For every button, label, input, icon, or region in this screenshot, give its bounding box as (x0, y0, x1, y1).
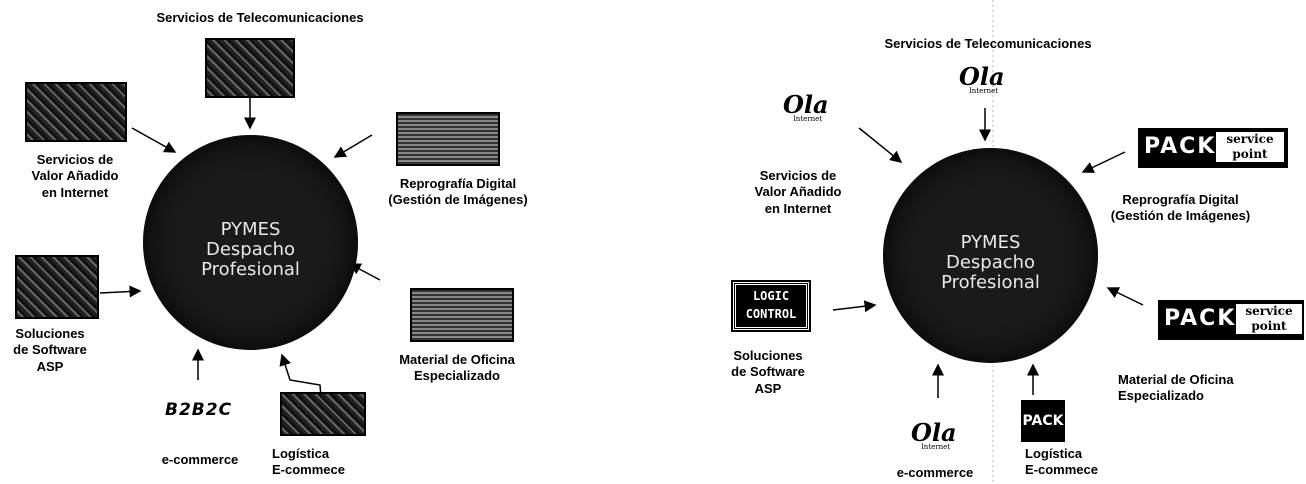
left-diagram: PYMES Despacho Profesional Servicios de … (13, 10, 528, 478)
logistica-image (280, 392, 366, 436)
arrow-reprografia (1081, 151, 1126, 173)
ola-logo-valor: Ola Internet (783, 90, 829, 123)
software-label: Soluciones de Software ASP (731, 348, 805, 396)
arrow-material (1106, 287, 1144, 306)
ola-sub: Internet (793, 115, 823, 123)
pack-service-logo-top: PACK service point (1138, 128, 1288, 168)
pack-text: PACK (1164, 306, 1237, 331)
ola-text: Ola (959, 62, 1005, 91)
material-label: Material de Oficina Especializado (399, 352, 515, 384)
pack-text: PACK (1144, 134, 1217, 159)
pack-logo-logistica: PACK (1021, 400, 1065, 442)
arrow-valor (858, 127, 903, 163)
ola-sub: Internet (921, 443, 951, 451)
ola-logo-telecom: Ola Internet (959, 62, 1005, 95)
center-circle: PYMES Despacho Profesional (143, 135, 358, 350)
valor-label: Servicios de Valor Añadido en Internet (31, 152, 119, 200)
arrow-reprografia (333, 134, 373, 158)
telecom-label: Servicios de Telecomunicaciones (884, 36, 1092, 51)
right-diagram: PYMES Despacho Profesional Servicios de … (653, 0, 1306, 484)
center-label: PYMES Despacho Profesional (941, 232, 1040, 293)
internet-image (25, 82, 127, 142)
software-image (15, 255, 99, 319)
material-image (410, 288, 514, 342)
pack-service-logo-bottom: PACK service point (1158, 300, 1304, 340)
arrow-valor (131, 127, 177, 153)
telecom-image (205, 38, 295, 98)
ola-text: Ola (783, 90, 829, 119)
b2b2c-logo: B2B2C (165, 400, 233, 420)
reprografia-label: Reprografía Digital (Gestión de Imágenes… (388, 176, 528, 208)
ola-text: Ola (911, 418, 957, 447)
service-point-text: service point (1236, 304, 1302, 334)
logistica-label: Logística E-commece (1025, 446, 1098, 478)
service-point-text: service point (1216, 132, 1284, 162)
material-label: Material de Oficina Especializado (1118, 372, 1234, 404)
ecommerce-label: e-commerce (161, 452, 239, 467)
reprografia-image (396, 112, 500, 166)
ola-logo-ecommerce: Ola Internet (911, 418, 957, 451)
center-label: PYMES Despacho Profesional (201, 219, 300, 280)
software-label: Soluciones de Software ASP (13, 326, 87, 374)
right-arrows (832, 0, 1144, 484)
telecom-label: Servicios de Telecomunicaciones (156, 10, 364, 25)
valor-label: Servicios de Valor Añadido en Internet (754, 168, 842, 216)
ola-sub: Internet (969, 87, 999, 95)
arrow-software (832, 300, 877, 313)
ecommerce-label: e-commerce (896, 465, 974, 480)
arrow-software (99, 285, 142, 298)
reprografia-label: Reprografía Digital (Gestión de Imágenes… (1110, 192, 1251, 224)
center-circle: PYMES Despacho Profesional (883, 148, 1098, 363)
logic-control-logo: LOGIC CONTROL (731, 280, 811, 332)
logistica-label: Logística E-commece (272, 446, 345, 478)
